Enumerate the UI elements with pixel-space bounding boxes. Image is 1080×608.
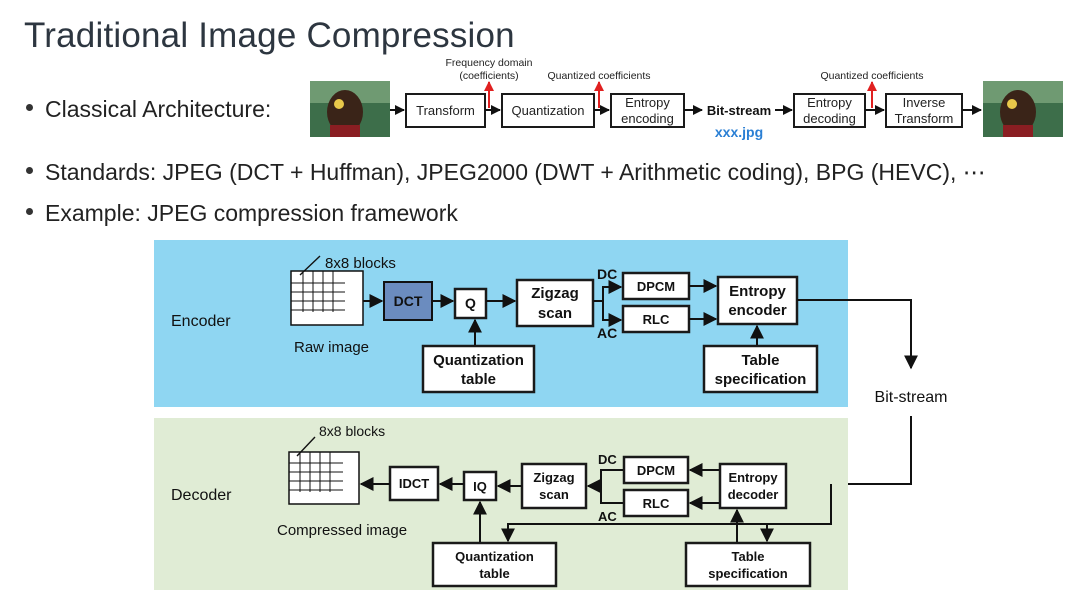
jpg-filename-label: xxx.jpg xyxy=(715,124,763,140)
encoder-quant-table-box xyxy=(421,344,536,394)
dct-label: DCT xyxy=(394,293,423,309)
iq-box xyxy=(462,470,498,502)
zigzag-line1: Zigzag xyxy=(531,285,579,302)
entropy-decoder-box xyxy=(718,462,788,510)
entropy-decoding-line1: Entropy xyxy=(807,95,852,110)
encoder-quant-table-line1: Quantization xyxy=(433,352,524,369)
encoder-block-grid xyxy=(290,270,364,326)
decoder-table-spec-line2: specification xyxy=(708,566,788,581)
zigzag-line2: scan xyxy=(538,305,572,322)
bullet-dot xyxy=(26,208,33,216)
raw-image-label: Raw image xyxy=(294,339,369,356)
entropy-encoder-line1: Entropy xyxy=(729,283,786,300)
quantized-label-1: Quantized coefficients xyxy=(547,70,650,82)
quantization-box xyxy=(501,93,595,128)
encoder-table-spec-box xyxy=(702,344,819,394)
encoder-rlc-box xyxy=(621,304,691,334)
freq-domain-line2: (coefficients) xyxy=(459,70,518,82)
bullet-dot xyxy=(26,167,33,175)
q-box xyxy=(453,287,488,320)
entropy-decoding-line2: decoding xyxy=(803,111,856,126)
idct-box xyxy=(388,465,440,502)
bitstream-label: Bit-stream xyxy=(875,389,948,406)
input-image-thumbnail xyxy=(310,81,390,137)
encoder-quant-table-line2: table xyxy=(461,371,496,388)
decoder-dpcm-box xyxy=(622,455,690,485)
q-label: Q xyxy=(465,295,476,311)
encoder-ac-label: AC xyxy=(597,325,617,341)
decoder-quant-table-box xyxy=(431,541,558,588)
bullet-classical: Classical Architecture: xyxy=(26,96,271,123)
quantization-label: Quantization xyxy=(512,103,585,118)
encoder-table-spec-line2: specification xyxy=(715,371,807,388)
decoder-ac-label: AC xyxy=(598,509,617,524)
output-image-thumbnail xyxy=(983,81,1063,137)
bullet-standards: Standards: JPEG (DCT + Huffman), JPEG200… xyxy=(26,159,986,186)
entropy-encoder-line2: encoder xyxy=(728,302,787,319)
transform-label: Transform xyxy=(416,103,475,118)
idct-label: IDCT xyxy=(399,476,429,491)
decoder-blocks-label: 8x8 blocks xyxy=(319,423,385,439)
bullet-text: Example: JPEG compression framework xyxy=(45,200,458,226)
decoder-rlc-box xyxy=(622,488,690,518)
classical-pipeline: Transform Quantization Entropy encoding … xyxy=(310,57,1063,140)
decoder-zigzag-line2: scan xyxy=(539,487,569,502)
slide-title: Traditional Image Compression xyxy=(24,16,515,55)
decoder-blocks-pointer xyxy=(296,436,316,457)
decoder-rlc-label: RLC xyxy=(643,496,670,511)
decoder-block-grid xyxy=(288,451,360,505)
inverse-transform-box xyxy=(885,93,963,128)
encoder-table-spec-line1: Table xyxy=(741,352,779,369)
entropy-encoding-box xyxy=(610,93,685,128)
bullet-example: Example: JPEG compression framework xyxy=(26,200,458,227)
encoder-label: Encoder xyxy=(171,313,231,330)
bullet-text: Classical Architecture: xyxy=(45,96,272,122)
encoder-dpcm-label: DPCM xyxy=(637,279,675,294)
entropy-encoding-line1: Entropy xyxy=(625,95,670,110)
inverse-transform-line2: Transform xyxy=(895,111,954,126)
decoder-zigzag-line1: Zigzag xyxy=(533,470,574,485)
entropy-encoding-line2: encoding xyxy=(621,111,674,126)
encoder-grid-lines xyxy=(291,271,345,312)
transform-box xyxy=(405,93,486,128)
pipeline-bitstream-label: Bit-stream xyxy=(707,103,771,118)
entropy-decoder-line1: Entropy xyxy=(728,470,778,485)
entropy-decoder-line2: decoder xyxy=(728,487,779,502)
iq-label: IQ xyxy=(473,479,487,494)
encoder-blocks-pointer xyxy=(299,255,321,276)
bullet-dot xyxy=(26,104,33,112)
quantized-label-2: Quantized coefficients xyxy=(820,70,923,82)
bullet-text: Standards: JPEG (DCT + Huffman), JPEG200… xyxy=(45,159,986,185)
dct-box xyxy=(383,281,433,321)
freq-domain-line1: Frequency domain xyxy=(446,57,533,69)
decoder-quant-table-line1: Quantization xyxy=(455,549,534,564)
encoder-rlc-label: RLC xyxy=(643,312,670,327)
encoder-panel: Encoder 8x8 blocks Raw image DCT Q Zigza… xyxy=(154,240,848,407)
compressed-image-label: Compressed image xyxy=(277,522,407,539)
decoder-panel: Decoder 8x8 blocks Compressed image IDCT… xyxy=(154,418,848,590)
decoder-dc-label: DC xyxy=(598,452,617,467)
decoder-dpcm-label: DPCM xyxy=(637,463,675,478)
decoder-quant-table-line2: table xyxy=(479,566,509,581)
decoder-table-spec-line1: Table xyxy=(732,549,765,564)
decoder-table-spec-box xyxy=(684,541,812,588)
encoder-dc-label: DC xyxy=(597,266,617,282)
inverse-transform-line1: Inverse xyxy=(903,95,946,110)
encoder-blocks-label: 8x8 blocks xyxy=(325,255,396,272)
decoder-label: Decoder xyxy=(171,487,232,504)
decoder-grid-lines xyxy=(289,452,343,492)
zigzag-box xyxy=(515,278,595,328)
